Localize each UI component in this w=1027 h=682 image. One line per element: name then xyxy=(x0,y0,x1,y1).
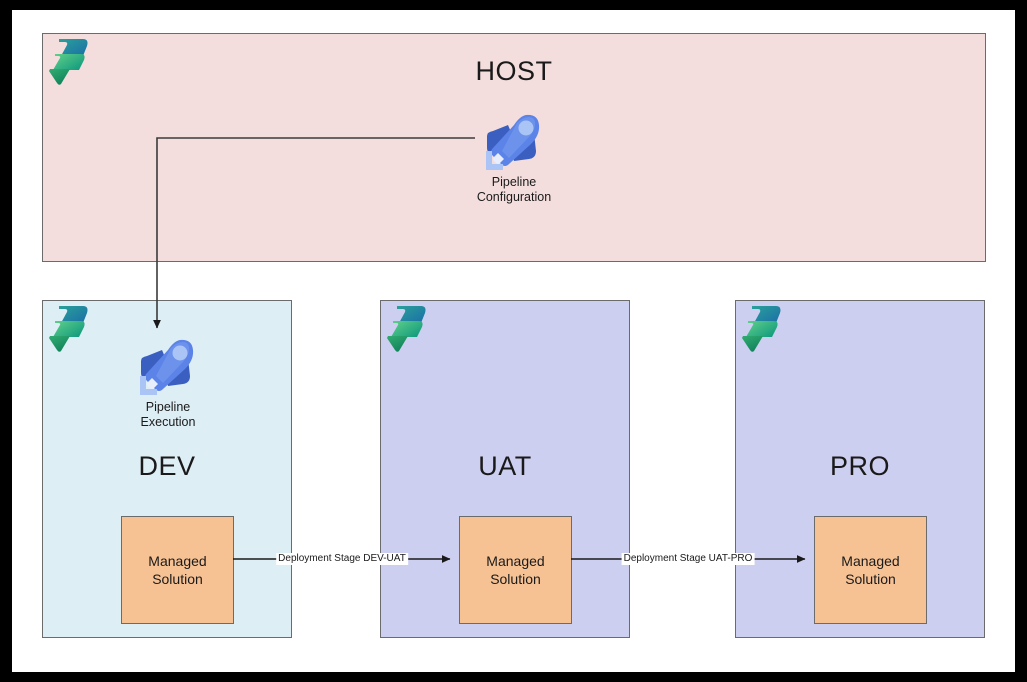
managed-solution-dev[interactable]: Managed Solution xyxy=(121,516,234,624)
zone-uat[interactable]: UAT Managed Solution xyxy=(380,300,630,638)
zone-title-pro: PRO xyxy=(829,451,890,481)
node-caption-pipeline-configuration: Pipeline Configuration xyxy=(476,175,552,204)
zone-title-host: HOST xyxy=(475,56,553,86)
node-pipeline-configuration[interactable]: Pipeline Configuration xyxy=(454,111,574,205)
connector-label-uat-to-pro: Deployment Stage UAT-PRO xyxy=(621,553,755,565)
pipeline-rocket-icon xyxy=(140,339,194,395)
connector-label-dev-to-uat: Deployment Stage DEV-UAT xyxy=(276,553,408,565)
zone-dev[interactable]: Pipeline Execution DEV Managed Solution xyxy=(42,300,292,638)
power-platform-logo xyxy=(742,306,781,352)
node-caption-pipeline-execution: Pipeline Execution xyxy=(140,400,196,429)
zone-title-dev: DEV xyxy=(138,451,196,481)
zone-host[interactable]: HOST Pipeline Configuration xyxy=(42,33,986,262)
managed-solution-uat[interactable]: Managed Solution xyxy=(459,516,572,624)
power-platform-logo xyxy=(387,306,426,352)
managed-solution-pro[interactable]: Managed Solution xyxy=(814,516,927,624)
power-platform-logo xyxy=(49,39,88,85)
power-platform-logo xyxy=(49,306,88,352)
node-pipeline-execution[interactable]: Pipeline Execution xyxy=(108,336,228,430)
zone-title-uat: UAT xyxy=(478,451,532,481)
pipeline-rocket-icon xyxy=(486,114,540,170)
zone-pro[interactable]: PRO Managed Solution xyxy=(735,300,985,638)
diagram-canvas: HOST Pipeline Configuration xyxy=(12,10,1015,672)
